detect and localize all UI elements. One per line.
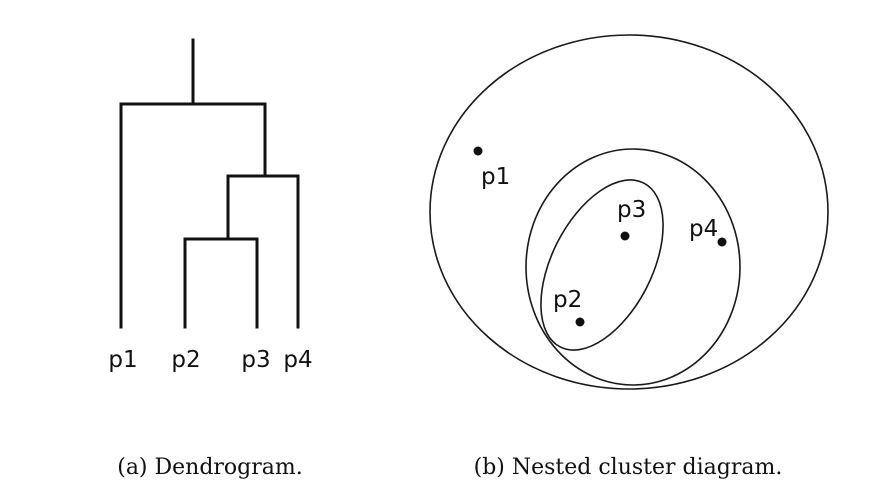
inner-cluster [540, 179, 664, 351]
leaf-label-p4: p4 [283, 347, 312, 373]
leaf-label-p1: p1 [108, 347, 137, 373]
point-label-p2: p2 [553, 287, 582, 313]
point-p1 [473, 146, 483, 156]
middle-cluster [525, 148, 741, 386]
nested-caption: (b) Nested cluster diagram. [474, 455, 783, 480]
leaf-label-p3: p3 [241, 347, 270, 373]
dendrogram: p1 p2 p3 p4 (a) Dendrogram. [108, 38, 313, 480]
point-p2 [575, 317, 585, 327]
dendrogram-caption: (a) Dendrogram. [117, 455, 303, 480]
nested-cluster-diagram: p1 p3 p4 p2 (b) Nested cluster diagram. [429, 34, 829, 480]
outer-cluster [429, 34, 829, 390]
point-label-p1: p1 [481, 164, 510, 190]
point-label-p3: p3 [617, 197, 646, 223]
leaf-label-p2: p2 [171, 347, 200, 373]
point-p3 [620, 231, 630, 241]
point-label-p4: p4 [689, 216, 718, 242]
point-p4 [717, 237, 727, 247]
